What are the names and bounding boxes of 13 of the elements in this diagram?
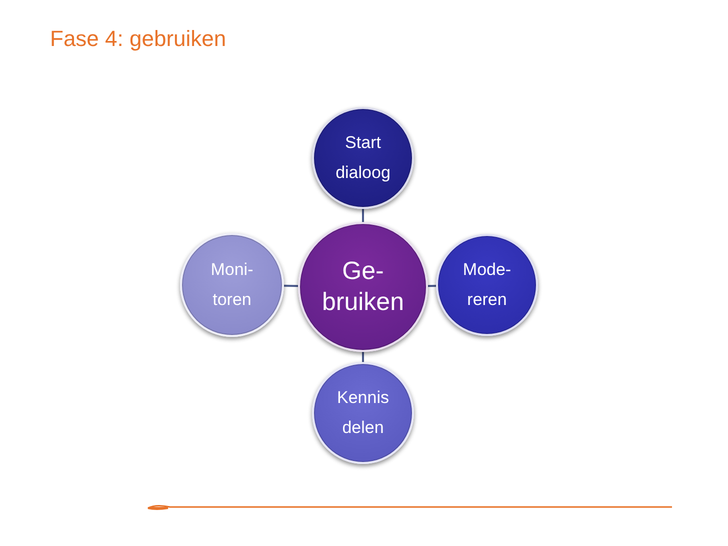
slide-title: Fase 4: gebruiken [50, 26, 226, 52]
node-label: Start dialoog [334, 132, 392, 184]
node-label: Ge- bruiken [321, 256, 405, 318]
circle-node [312, 362, 414, 464]
circle-node [436, 234, 538, 336]
circle-node [312, 107, 414, 209]
node-label: Mode- reren [462, 259, 512, 311]
circle-node [180, 233, 284, 337]
connector-line [362, 209, 364, 222]
connector-line [428, 284, 436, 287]
node-label: Kennis delen [336, 387, 390, 439]
node-label: Moni- toren [210, 259, 254, 311]
connector-line [284, 284, 298, 287]
